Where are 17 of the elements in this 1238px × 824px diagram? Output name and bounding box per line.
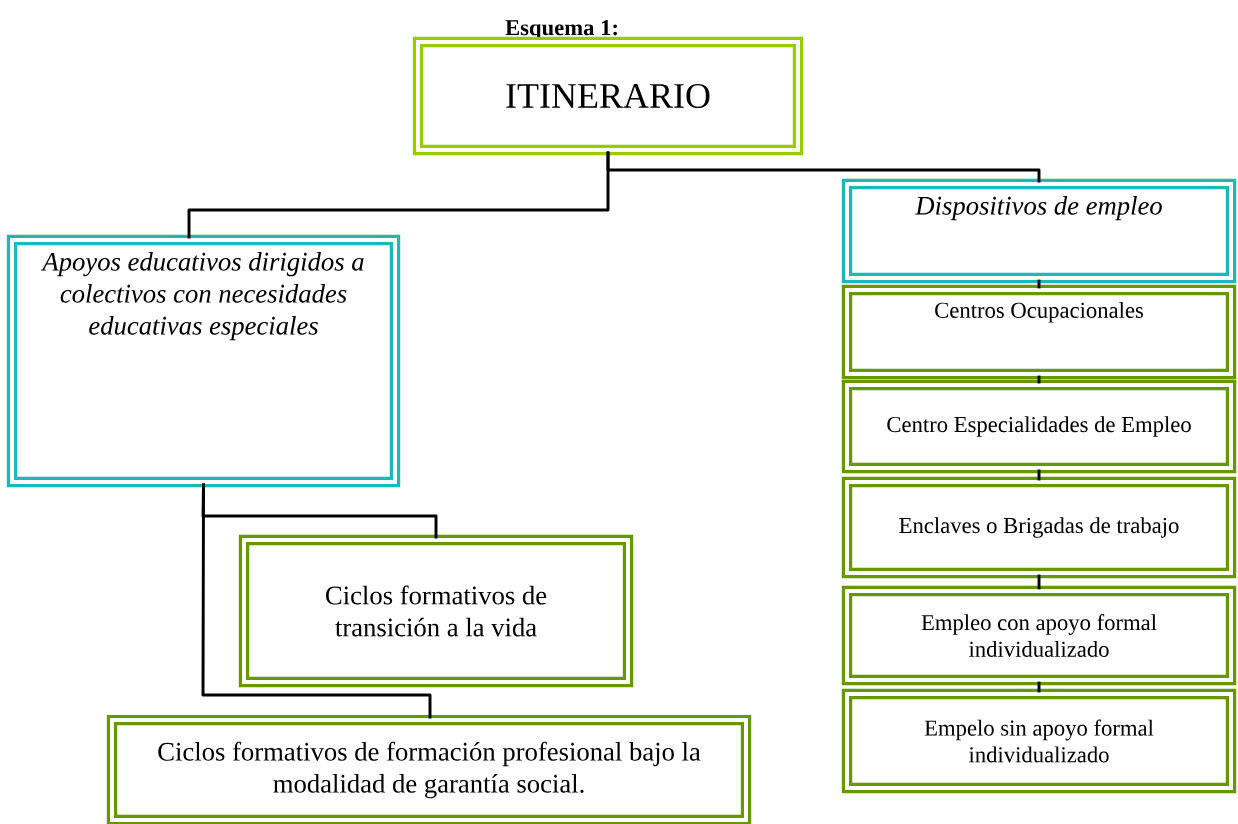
connector-line (1037, 279, 1041, 289)
connector-line (201, 483, 432, 719)
text-box: Dispositivos de empleo (841, 178, 1237, 284)
text-box: Apoyos educativos dirigidos a colectivos con necesidades educativas especiales (6, 234, 401, 488)
connector-line (1037, 469, 1041, 481)
connector-line (1037, 574, 1041, 590)
text-box: Centros Ocupacionales (841, 284, 1237, 380)
text-box: ITINERARIO (412, 36, 804, 156)
connector-line (606, 151, 1041, 183)
connector-line (1037, 681, 1041, 693)
text-box: Enclaves o Brigadas de trabajo (841, 476, 1237, 579)
text-box: Empleo con apoyo formal individualizado (841, 585, 1237, 686)
connector-line (1037, 375, 1041, 384)
text-box: Ciclos formativos de transición a la vida (238, 534, 634, 688)
text-box: Ciclos formativos de formación profesional bajo la modalidad de garantía social. (106, 714, 752, 824)
text-box: Empelo sin apoyo formal individualizado (841, 688, 1237, 794)
text-box: Centro Especialidades de Empleo (841, 379, 1237, 474)
